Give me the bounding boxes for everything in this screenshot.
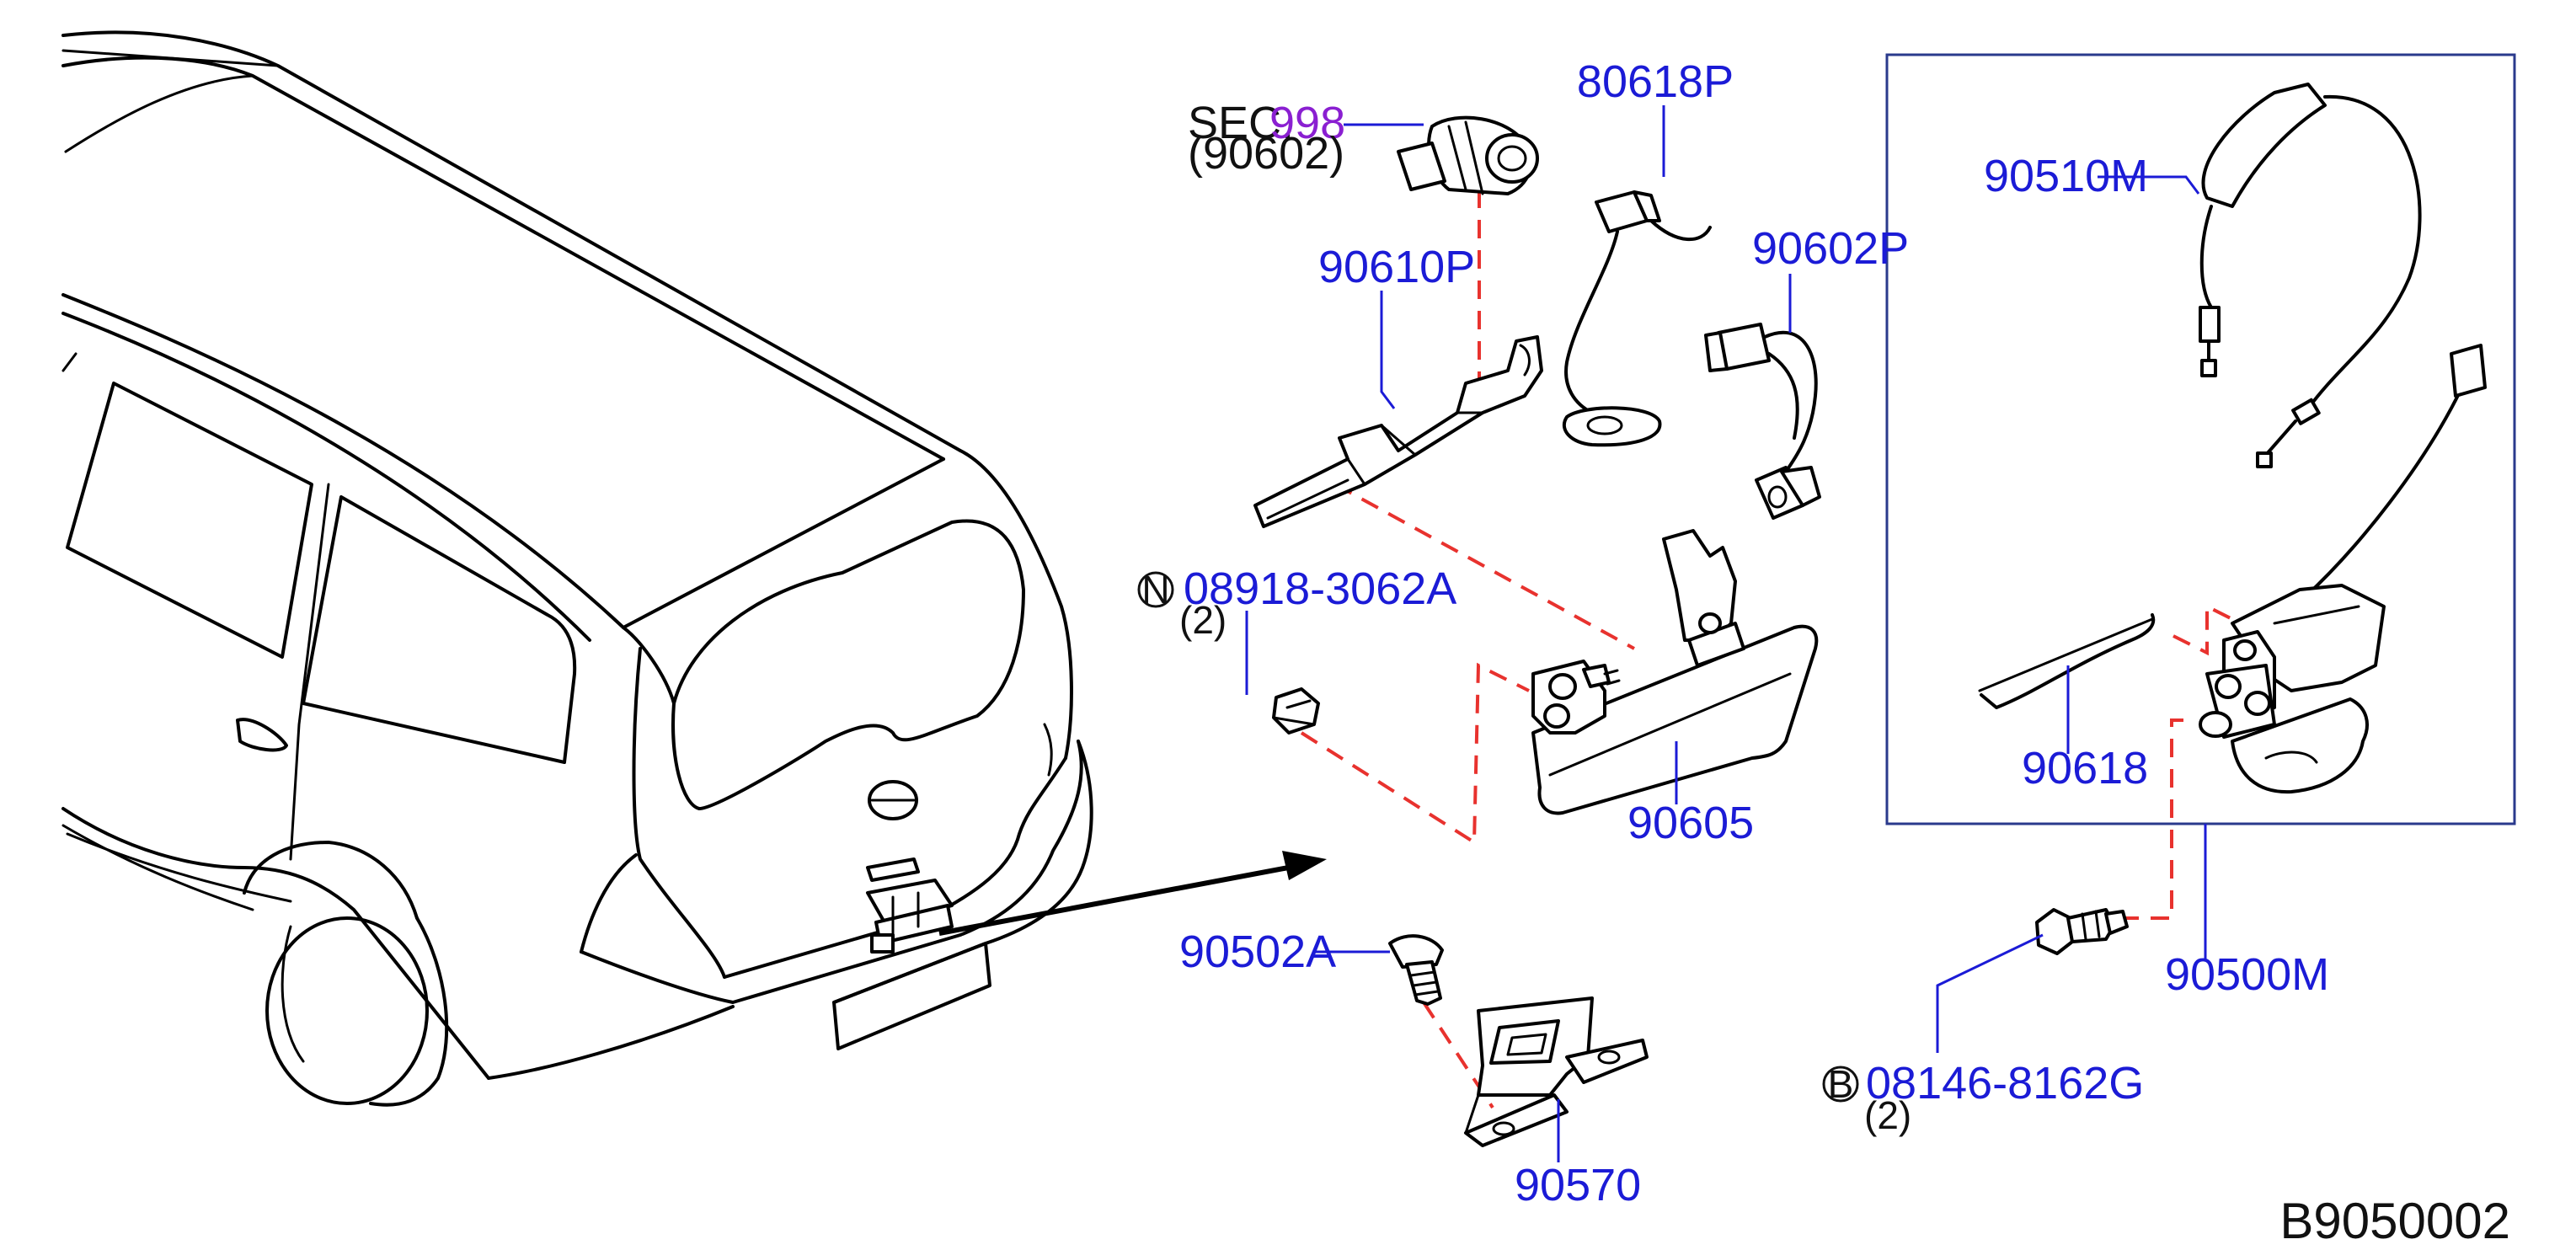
pointer-arrow <box>938 851 1327 936</box>
part-label-90570[interactable]: 90570 <box>1515 1160 1641 1210</box>
rod-90618 <box>1978 613 2156 709</box>
harness-90602P <box>1704 323 1821 520</box>
latch-90500M <box>2199 584 2386 794</box>
leader-lines <box>1245 105 2207 1162</box>
prefix-letter-N: N <box>1141 568 1169 612</box>
section-ref-sub: (90602) <box>1188 128 1344 179</box>
part-label-90510M[interactable]: 90510M <box>1984 151 2148 201</box>
part-qty-08146: (2) <box>1864 1093 1911 1137</box>
part-label-90502A[interactable]: 90502A <box>1179 927 1336 977</box>
section-ref-number[interactable]: 998 <box>1269 98 1345 148</box>
part-label-90618[interactable]: 90618 <box>2022 743 2148 793</box>
handle-90605 <box>1531 529 1819 815</box>
key-cylinder-part <box>1397 115 1539 195</box>
section-ref-prefix: SEC. <box>1188 98 1294 148</box>
part-qty-08918: (2) <box>1179 598 1227 642</box>
bracket-90570 <box>1464 996 1649 1147</box>
part-label-90610P[interactable]: 90610P <box>1318 242 1475 292</box>
harness-80618P <box>1562 190 1712 447</box>
prefix-badge-N: N <box>1137 568 1174 612</box>
part-label-08146-8162G[interactable]: 08146-8162G <box>1866 1058 2144 1108</box>
screw-90502A <box>1388 934 1444 1006</box>
assembly-box-90500M <box>1885 53 2516 825</box>
part-label-80618P[interactable]: 80618P <box>1577 56 1734 107</box>
nut-08918 <box>1272 687 1320 735</box>
bracket-90610P <box>1253 335 1543 528</box>
prefix-letter-B: B <box>1828 1062 1854 1106</box>
diagram-code: B9050002 <box>2279 1193 2510 1249</box>
part-label-90500M[interactable]: 90500M <box>2165 949 2329 1000</box>
part-label-08918-3062A[interactable]: 08918-3062A <box>1184 564 1456 614</box>
part-label-90605[interactable]: 90605 <box>1627 798 1754 848</box>
bolt-08146 <box>2035 908 2129 955</box>
vehicle-drawing <box>61 30 1093 1107</box>
cable-90510M <box>2199 83 2487 600</box>
prefix-badge-B: B <box>1822 1062 1859 1106</box>
part-label-90602P[interactable]: 90602P <box>1752 223 1909 274</box>
